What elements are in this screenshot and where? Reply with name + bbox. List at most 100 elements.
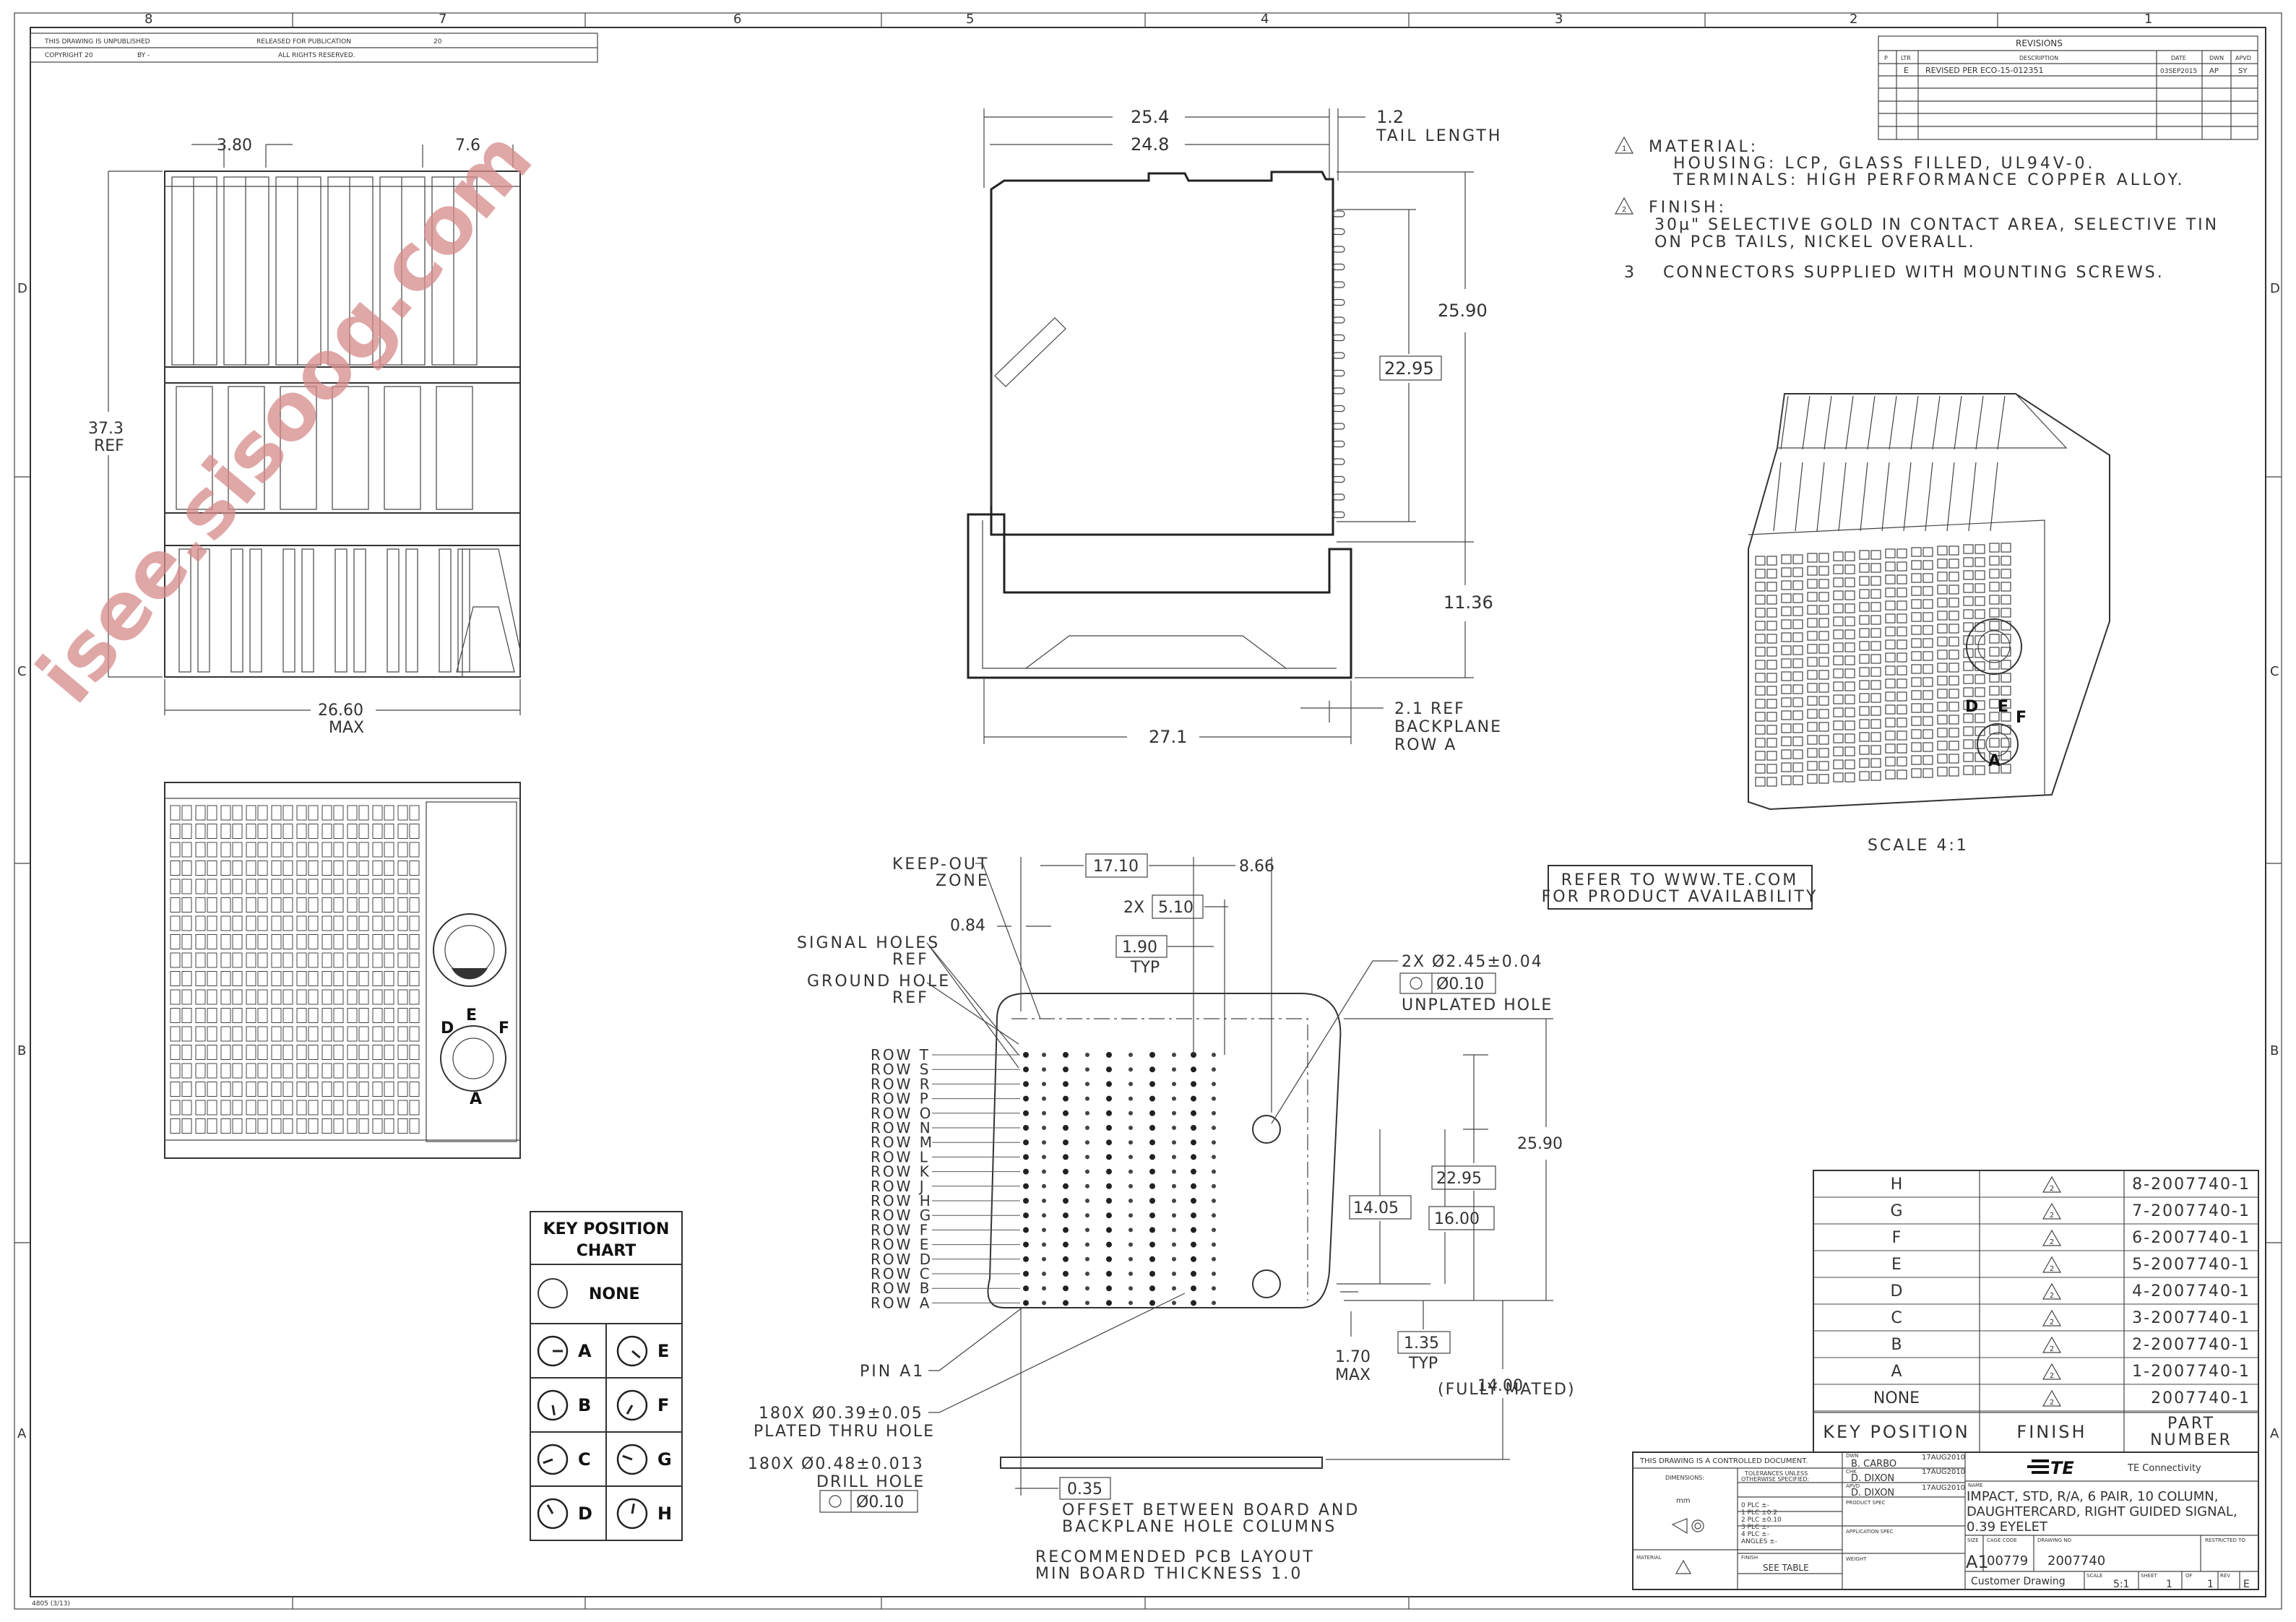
contact-cavity — [384, 1082, 394, 1097]
contact-cavity — [347, 1045, 358, 1060]
contact-cavity — [181, 824, 192, 839]
note-text: TERMINALS: HIGH PERFORMANCE COPPER ALLOY… — [1673, 171, 2185, 189]
pcb-hole — [1106, 1066, 1112, 1073]
contact-cavity — [397, 879, 408, 894]
wafer-column — [384, 386, 421, 510]
pcb-hole — [1172, 1169, 1176, 1174]
contact-cavity — [1844, 603, 1855, 613]
contact-cavity — [308, 989, 319, 1005]
row-label: ROW B — [871, 1280, 932, 1297]
contact-cavity — [282, 1045, 293, 1060]
pcb-hole — [1191, 1110, 1196, 1116]
note-number: 2 — [1622, 206, 1626, 214]
contact-cavity — [207, 897, 217, 913]
contact-cavity — [333, 952, 344, 968]
contact-cavity — [1948, 741, 1959, 751]
pcb-hole — [1085, 1183, 1089, 1189]
pcb-hole — [1149, 1110, 1155, 1116]
contact-cavity — [333, 842, 344, 858]
contact-cavity — [282, 1026, 293, 1042]
contact-cavity — [257, 1026, 268, 1042]
contact-cavity — [1755, 660, 1766, 670]
contact-cavity — [1963, 557, 1974, 567]
contact-cavity — [1963, 726, 1974, 736]
tb-date: 17AUG2010 — [1922, 1454, 1965, 1462]
contact-cavity — [282, 860, 293, 876]
part-key: H — [1891, 1175, 1903, 1194]
contact-cavity — [1989, 543, 2000, 553]
dim-note: TYP — [1408, 1355, 1438, 1373]
contact-cavity — [333, 1082, 344, 1097]
pcb-hole — [1085, 1126, 1089, 1130]
contact-cavity — [1859, 563, 1870, 573]
contact-cavity — [1989, 569, 2000, 579]
note-triangle-icon — [2042, 1175, 2062, 1193]
pcb-hole — [1023, 1154, 1029, 1160]
contact-cavity — [1885, 626, 1896, 637]
contact-cavity — [195, 842, 206, 858]
contact-cavity — [1989, 647, 2000, 657]
contact-cavity — [308, 915, 319, 931]
signal-label: SIGNAL HOLES — [797, 934, 940, 952]
contact-cavity — [207, 1100, 217, 1116]
contact-cavity — [282, 824, 293, 839]
contact-cavity — [220, 1026, 231, 1042]
contact-cavity — [195, 1008, 206, 1023]
contact-cavity — [1818, 579, 1829, 589]
contact-cavity — [1755, 582, 1766, 592]
key-position-icon — [616, 1444, 648, 1475]
contact-cavity — [1859, 576, 1870, 586]
pcb-hole — [1106, 1139, 1112, 1146]
offset-note: BACKPLANE HOLE COLUMNS — [1062, 1518, 1337, 1536]
pcb-hole — [1085, 1169, 1089, 1174]
contact-cavity — [372, 989, 383, 1005]
contact-cavity — [1948, 571, 1959, 582]
contact-cavity — [358, 952, 369, 968]
zone-label: C — [17, 664, 27, 679]
part-finish: 2 — [2050, 1238, 2054, 1246]
contact-cavity — [347, 805, 358, 821]
contact-cavity — [1989, 660, 2000, 670]
contact-cavity — [1937, 545, 1948, 556]
contact-cavity — [296, 1008, 307, 1023]
contact-cavity — [181, 971, 192, 986]
contact-cavity — [1766, 582, 1777, 592]
contact-cavity — [282, 805, 293, 821]
contact-cavity — [271, 805, 282, 821]
contact-cavity — [372, 1008, 383, 1023]
contact-cavity — [308, 805, 319, 821]
contact-cavity — [384, 1100, 394, 1116]
key-letter: B — [578, 1395, 591, 1415]
contact-cavity — [409, 915, 420, 931]
pcb-hole — [1063, 1125, 1069, 1131]
contact-cavity — [321, 971, 332, 986]
pcb-hole — [1128, 1242, 1133, 1247]
contact-cavity — [333, 1008, 344, 1023]
pcb-hole — [1212, 1169, 1216, 1174]
contact-cavity — [372, 860, 383, 876]
pcb-hole — [1172, 1155, 1176, 1160]
key-position-chart: KEY POSITION CHART NONE A E B F C G D H — [530, 1211, 683, 1541]
contact-cavity — [181, 1008, 192, 1023]
contact-cavity — [1885, 769, 1896, 780]
contact-cavity — [1766, 621, 1777, 631]
zone-label: C — [2270, 664, 2279, 679]
pcb-hole — [1149, 1066, 1155, 1073]
contact-cavity — [1922, 599, 1933, 609]
pcb-hole — [1063, 1095, 1069, 1102]
contact-cavity — [308, 1008, 319, 1023]
unplated-tolerance: Ø0.10 — [1436, 975, 1484, 993]
contact-cavity — [1948, 558, 1959, 569]
contact-cavity — [207, 934, 217, 949]
pcb-hole — [1085, 1053, 1089, 1057]
contact-cavity — [1807, 579, 1818, 589]
pcb-hole — [1042, 1286, 1046, 1291]
wafer-column — [280, 386, 317, 510]
contact-cavity — [1911, 573, 1922, 583]
contact-cavity — [1833, 616, 1844, 626]
contact-cavity — [1885, 717, 1896, 728]
contact-cavity — [246, 860, 256, 876]
contact-cavity — [347, 1118, 358, 1134]
tb-label: WEIGHT — [1846, 1556, 1867, 1562]
